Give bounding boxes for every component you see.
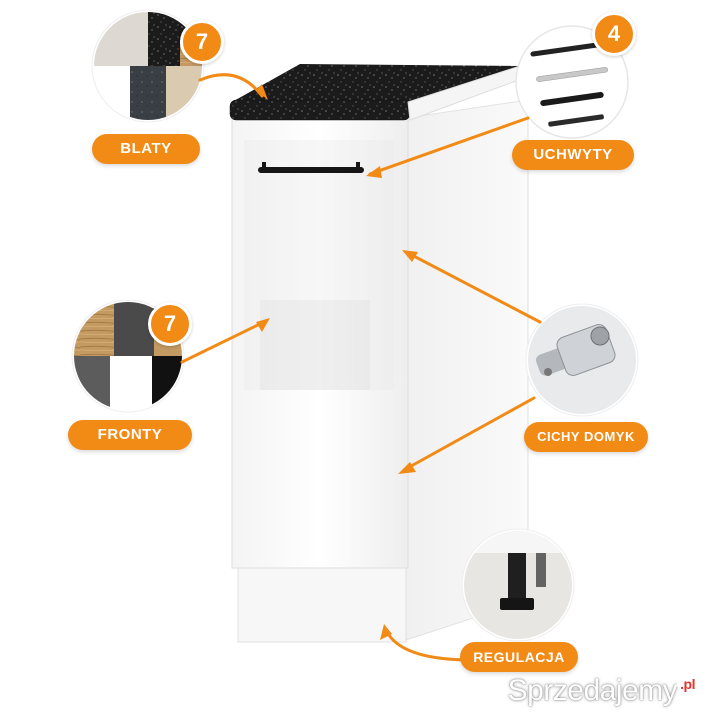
blaty-swatch-circle <box>91 9 205 123</box>
uchwyty-label: UCHWYTY <box>512 140 634 170</box>
regulacja-leg-circle <box>461 528 575 642</box>
regulacja-label: REGULACJA <box>460 642 578 672</box>
uchwyty-count-badge: 4 <box>592 12 636 56</box>
watermark-text: Sprzedajemy <box>507 674 678 707</box>
watermark-suffix: .pl <box>677 675 698 693</box>
callout-arrows <box>180 73 542 662</box>
blaty-count-badge: 7 <box>180 20 224 64</box>
fronty-count-badge: 7 <box>148 302 192 346</box>
cichy-domyk-hinge-circle <box>525 303 639 417</box>
uchwyty-handles-circle <box>515 25 629 139</box>
cabinet <box>229 64 529 643</box>
sprzedajemy-watermark: Sprzedajemy.pl <box>508 674 698 708</box>
fronty-label: FRONTY <box>68 420 192 450</box>
cichy-domyk-label: CICHY DOMYK <box>524 422 648 452</box>
blaty-label: BLATY <box>92 134 200 164</box>
